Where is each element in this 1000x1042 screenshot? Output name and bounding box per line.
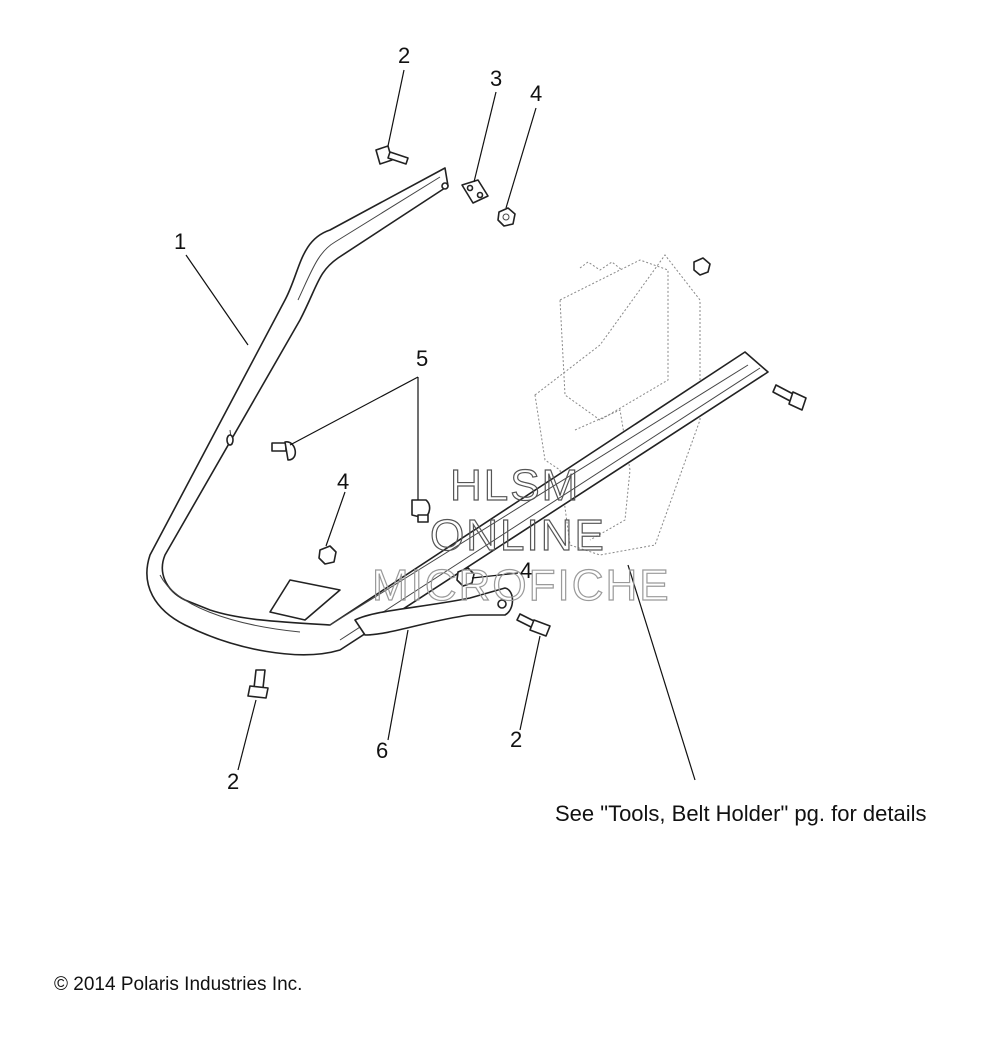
rivet-right [411,499,431,523]
callout-4-mid: 4 [337,469,349,494]
rivet-left [271,441,297,461]
watermark-line2: ONLINE [430,511,606,560]
nut-right-top [693,257,711,276]
callout-6: 6 [376,738,388,763]
belt-holder-ghost [534,254,701,556]
callout-5: 5 [416,346,428,371]
watermark: HLSM ONLINE MICROFICHE [371,460,671,610]
callout-4-top: 4 [530,81,542,106]
callouts: 2 3 4 1 5 4 4 2 6 2 [174,43,542,794]
callout-2-top: 2 [398,43,410,68]
watermark-line1: HLSM [450,461,580,510]
copyright-text: © 2014 Polaris Industries Inc. [54,974,302,995]
bolt-right [772,384,807,411]
callout-2-bottom-right: 2 [510,727,522,752]
bolt-bottom-right [516,613,551,637]
callout-2-bottom-left: 2 [227,769,239,794]
nut-mid [318,545,337,565]
leader-lines [185,69,696,781]
nut-top [497,207,516,227]
watermark-line3: MICROFICHE [372,561,671,610]
bumper-tube-part-1 [146,167,769,656]
bolt-top [375,145,409,165]
callout-4-right: 4 [520,558,532,583]
nut-lower [456,567,475,587]
bolt-bottom-left [247,669,269,699]
plate-part-3 [461,179,489,204]
reference-note: See "Tools, Belt Holder" pg. for details [555,801,926,826]
brace-bracket-part-6 [354,587,514,636]
mount-plate [269,579,341,621]
callout-1: 1 [174,229,186,254]
callout-3: 3 [490,66,502,91]
